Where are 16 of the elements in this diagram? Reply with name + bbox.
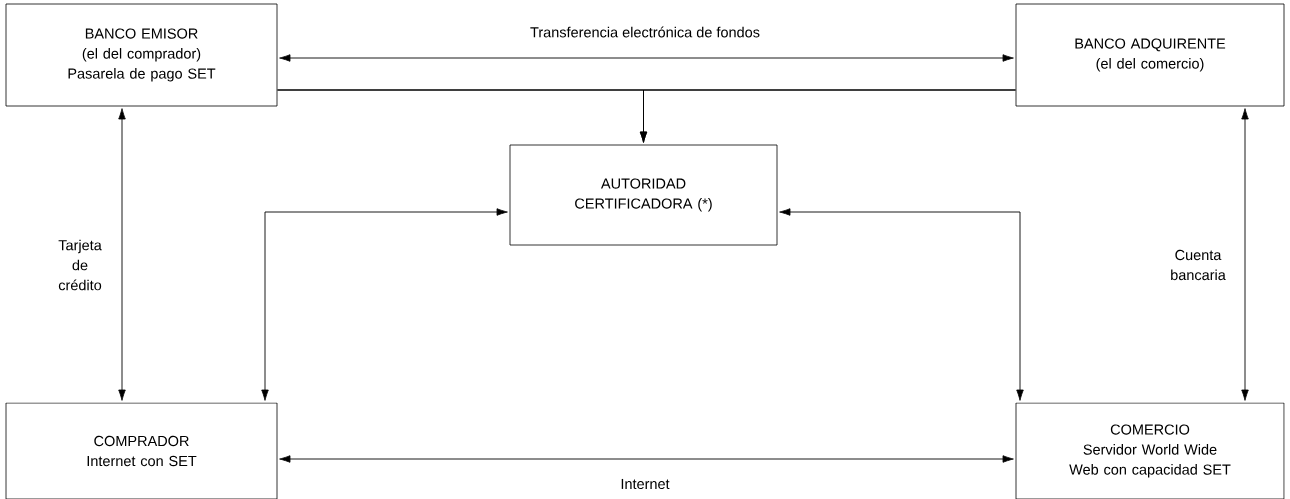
box: COMPRADOR Internet con SET xyxy=(5,402,278,499)
arrow xyxy=(118,108,126,401)
edge-label: Transferencia electrónica de fondos xyxy=(529,25,761,39)
arrow xyxy=(261,208,508,401)
edge-label: Cuenta bancaria xyxy=(1162,248,1234,282)
arrow xyxy=(276,89,1017,143)
box: BANCO EMISOR (el del comprador) Pasarela de pago SET xyxy=(5,3,278,107)
edge-label: Internet xyxy=(619,477,671,491)
box: BANCO ADQUIRENTE (el del comercio) xyxy=(1015,3,1285,107)
arrow xyxy=(1241,108,1249,401)
arrow xyxy=(279,54,1014,62)
edge-label: Tarjeta de crédito xyxy=(49,238,111,292)
box: COMERCIO Servidor World Wide Web con capacidad SET xyxy=(1015,402,1285,499)
box: AUTORIDAD CERTIFICADORA (*) xyxy=(509,144,778,246)
arrow xyxy=(779,208,1024,401)
arrow xyxy=(279,455,1014,463)
